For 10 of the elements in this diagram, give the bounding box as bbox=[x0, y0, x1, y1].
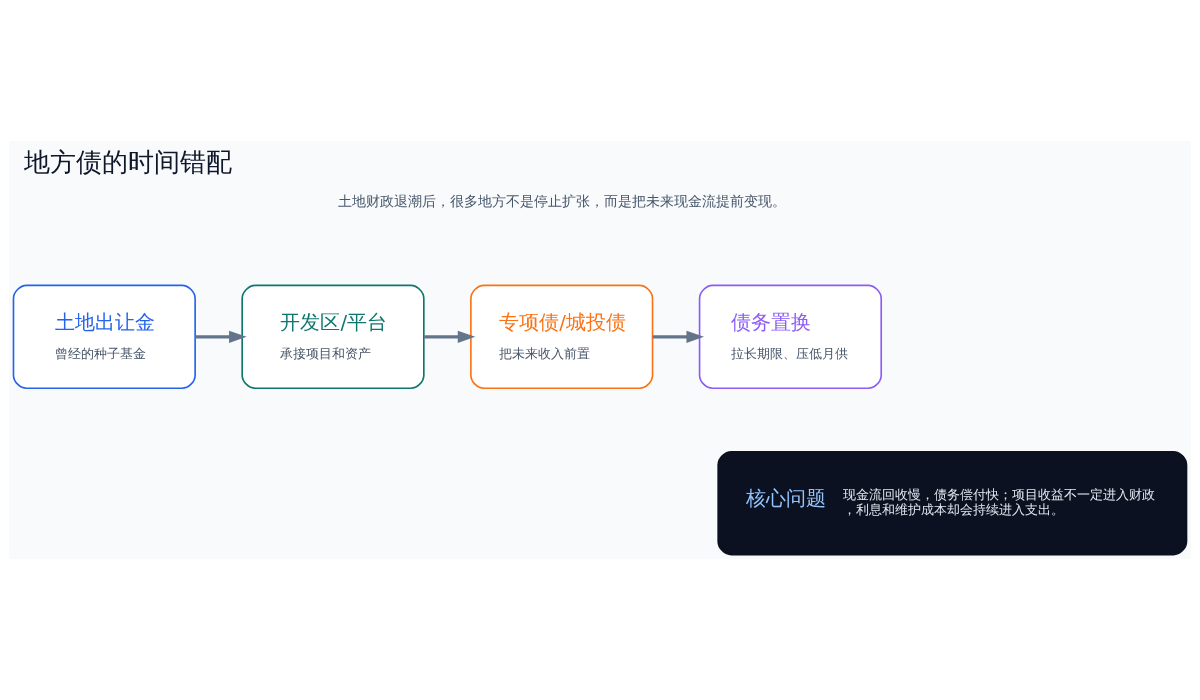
label: 土地财政退潮后，很多地方不是停止扩张，而是把未来现金流提前变现。 bbox=[337, 193, 786, 209]
node-box: 土地出让金 曾经的种子基金 bbox=[12, 284, 196, 390]
arrow bbox=[195, 330, 247, 343]
arrow bbox=[424, 330, 476, 343]
node-box: 开发区/平台 承接项目和资产 bbox=[241, 284, 425, 390]
diagram-title: 地方债的时间错配 bbox=[23, 146, 232, 177]
arrow bbox=[652, 330, 704, 343]
node-box: 专项债/城投债 把未来收入前置 bbox=[470, 284, 654, 390]
node-box: 核心问题 现金流回收慢，债务偿付快；项目收益不一定进入财政，利息和维护成本却会持续进入支出。 bbox=[717, 450, 1188, 556]
node-box: 债务置换 拉长期限、压低月供 bbox=[698, 284, 883, 390]
